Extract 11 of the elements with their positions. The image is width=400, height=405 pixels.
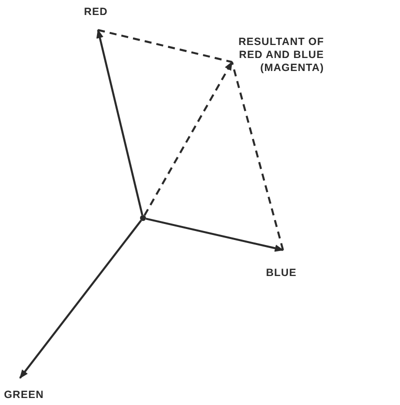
vector-label: GREEN <box>4 389 44 402</box>
vector-arrow <box>146 218 284 252</box>
vector-arrow <box>96 29 144 216</box>
origin-point <box>140 215 146 221</box>
dashed-line <box>98 29 232 63</box>
vector-label: RED <box>84 6 108 19</box>
vector-label: RESULTANT OF RED AND BLUE (MAGENTA) <box>237 36 324 75</box>
dashed-line <box>231 62 284 250</box>
vector-arrow <box>144 61 233 216</box>
vector-arrow <box>19 220 142 379</box>
vector-label: BLUE <box>266 267 297 280</box>
